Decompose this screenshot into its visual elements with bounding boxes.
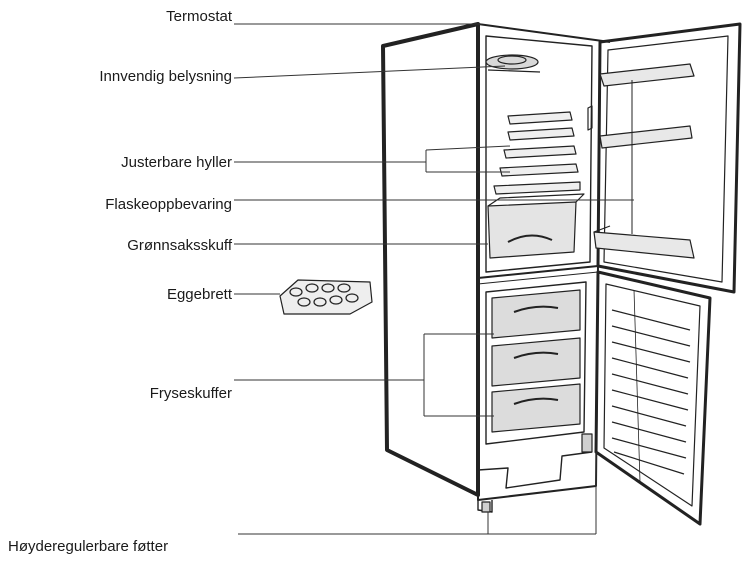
leader-fryse-bracket xyxy=(423,333,494,417)
egg-tray xyxy=(279,279,373,315)
fridge-cabinet xyxy=(381,22,611,513)
label-eggebrett: Eggebrett xyxy=(166,286,232,303)
leader-fotter xyxy=(238,452,597,535)
leader-belysning xyxy=(233,65,506,79)
leader-hyller-bracket xyxy=(425,145,511,173)
label-hoyderegulerbare-fotter: Høyderegulerbare føtter xyxy=(8,538,169,555)
leader-lines xyxy=(233,23,634,535)
label-gronnsaksskuff: Grønnsaksskuff xyxy=(127,237,232,254)
label-fryseskuffer: Fryseskuffer xyxy=(149,385,232,402)
thermostat-light-unit xyxy=(485,54,541,73)
label-termostat: Termostat xyxy=(166,8,232,25)
freezer-drawers xyxy=(491,289,581,433)
label-justerbare-hyller: Justerbare hyller xyxy=(121,154,232,171)
label-innvendig-belysning: Innvendig belysning xyxy=(99,68,232,85)
label-flaskeoppbevaring: Flaskeoppbevaring xyxy=(105,196,232,213)
adjustable-shelves xyxy=(493,105,593,195)
freezer-door xyxy=(594,270,712,526)
adjustable-feet xyxy=(481,433,593,513)
vegetable-drawer xyxy=(487,193,585,259)
fridge-door xyxy=(593,22,742,294)
